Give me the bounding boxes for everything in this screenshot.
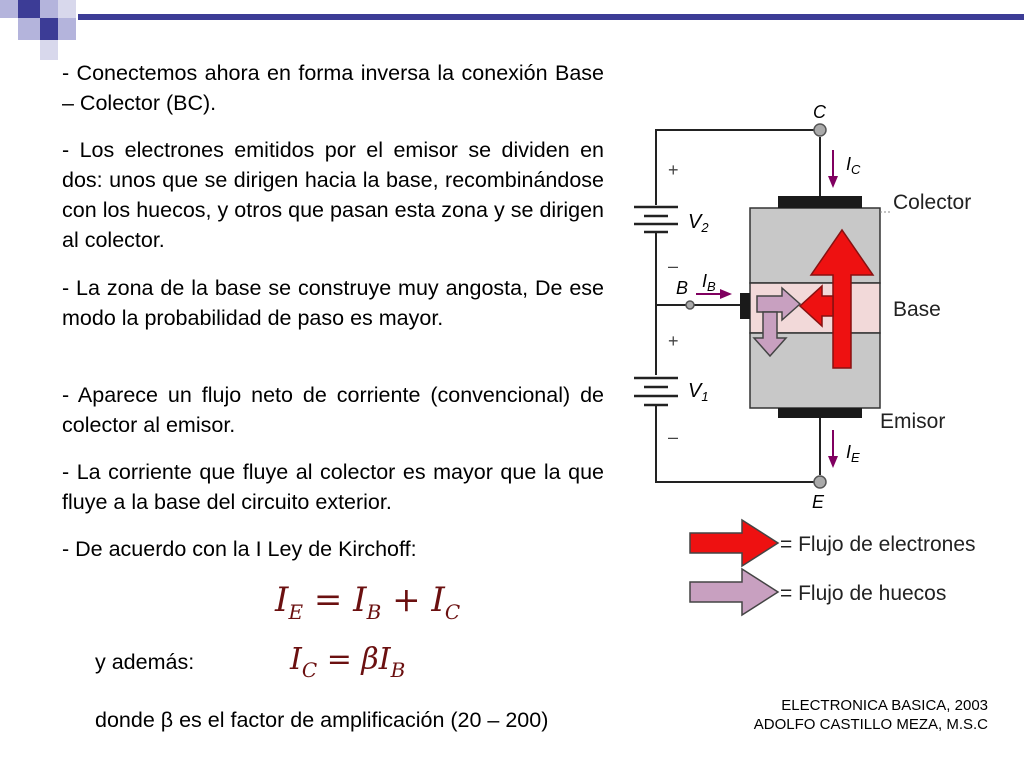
corner-square-5 <box>18 18 40 40</box>
legend-electron-arrow-icon <box>689 518 780 568</box>
top-accent-bar <box>78 14 1024 20</box>
and-label: y además: <box>95 650 195 674</box>
gain-equation: IC = βIB <box>290 642 406 682</box>
credit-line-1: ELECTRONICA BASICA, 2003 <box>781 697 988 714</box>
paragraph-1: - Conectemos ahora en forma inversa la c… <box>62 61 604 115</box>
terminal-b-node <box>685 300 695 310</box>
corner-square-8 <box>40 40 58 60</box>
paragraph-3: - La zona de la base se construye muy an… <box>62 276 604 330</box>
terminal-e-node <box>813 475 827 489</box>
battery-v1-label: V1 <box>688 380 709 404</box>
kirchhoff-equation: IE = IB + IC <box>275 580 461 624</box>
corner-square-2 <box>18 0 40 18</box>
collector-contact <box>778 196 862 208</box>
legend-hole-label: = Flujo de huecos <box>780 582 946 605</box>
base-label: Base <box>893 298 941 321</box>
legend-hole-arrow-icon <box>689 567 780 617</box>
paragraph-5: - La corriente que fluye al colector es … <box>62 460 604 514</box>
battery-v1 <box>634 376 678 407</box>
terminal-c-label: C <box>813 102 827 122</box>
paragraph-2: - Los electrones emitidos por el emisor … <box>62 138 604 252</box>
slide-credit: ELECTRONICA BASICA, 2003 ADOLFO CASTILLO… <box>754 696 988 734</box>
corner-square-1 <box>0 0 18 18</box>
current-ie-label: IE <box>846 442 860 465</box>
hole-down-arrow-icon <box>752 311 788 358</box>
circuit-wires <box>655 129 821 483</box>
paragraph-4: - Aparece un flujo neto de corriente (co… <box>62 383 604 437</box>
v1-minus-sign: – <box>668 427 678 447</box>
electron-to-base-arrow-icon <box>798 284 834 328</box>
beta-definition: donde β es el factor de amplificación (2… <box>95 708 549 732</box>
corner-square-6 <box>40 18 58 40</box>
terminal-e-label: E <box>812 492 825 512</box>
electron-flow-arrow-icon <box>809 228 875 369</box>
credit-line-2: ADOLFO CASTILLO MEZA, M.S.C <box>753 716 988 733</box>
battery-v2 <box>634 205 678 234</box>
current-ic-label: IC <box>846 154 861 177</box>
corner-square-7 <box>58 18 76 40</box>
battery-v2-label: V2 <box>688 211 709 235</box>
ib-arrow-icon <box>696 289 732 299</box>
v1-plus-sign: + <box>668 331 679 351</box>
v2-plus-sign: + <box>668 160 679 180</box>
emitter-label: Emisor <box>880 410 945 433</box>
collector-label: Colector <box>893 191 971 214</box>
base-contact <box>740 293 750 319</box>
paragraph-6: - De acuerdo con la I Ley de Kirchoff: <box>62 537 417 561</box>
legend-electron-label: = Flujo de electrones <box>780 533 976 556</box>
terminal-c-node <box>813 123 827 137</box>
terminal-b-label: B <box>676 278 688 298</box>
corner-square-3 <box>40 0 58 18</box>
ie-arrow-icon <box>828 430 838 468</box>
corner-square-4 <box>58 0 76 18</box>
emitter-contact <box>778 408 862 418</box>
ic-arrow-icon <box>828 150 838 188</box>
current-ib-label: IB <box>702 271 716 294</box>
v2-minus-sign: – <box>668 256 678 276</box>
